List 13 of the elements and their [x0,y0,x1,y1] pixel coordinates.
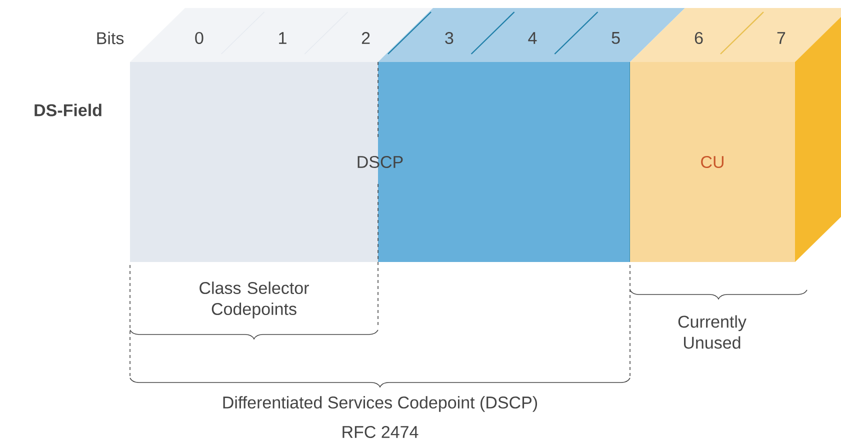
bit-number: 3 [445,32,454,44]
bit-number: 5 [612,32,620,44]
bit-number: 1 [279,32,286,44]
bit-number: 0 [195,32,204,44]
bit-number: 6 [694,32,703,44]
caption-line: RFC 2474 [342,426,418,438]
field-label: DS-Field [34,104,102,116]
brace-label: Class Selector Codepoints [200,282,309,318]
caption-line: Differentiated Services Codepoint (DSCP) [223,396,537,412]
brace-label: Currently Unused [678,315,746,349]
bit-number: 7 [777,32,786,44]
bit-number: 4 [528,32,537,44]
bit-number: 2 [362,32,370,44]
